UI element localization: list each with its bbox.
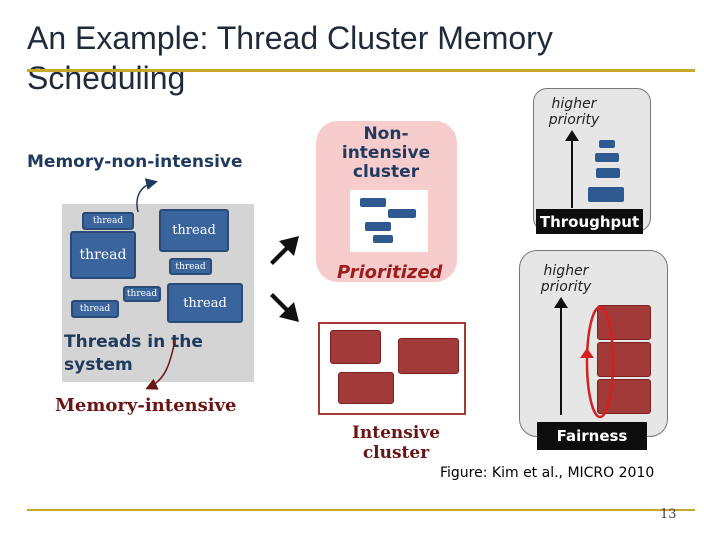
intensive-thread-block <box>338 372 394 404</box>
threads-in-system-caption: Threads in the system <box>64 331 234 377</box>
thread-block: thread <box>159 209 229 252</box>
thread-block: thread <box>167 283 243 323</box>
higher-priority-bottom: higher priority <box>540 263 592 295</box>
thread-block: thread <box>169 258 212 275</box>
intensive-thread-block <box>330 330 381 364</box>
non-intensive-cluster-label: Non-intensive cluster <box>330 125 442 182</box>
priority-arrow-top <box>565 130 579 208</box>
slide-title-line-2: Scheduling <box>27 60 186 96</box>
intensive-cluster-label: Intensive cluster <box>336 423 456 463</box>
intensive-cluster-text: Intensive cluster <box>351 423 441 463</box>
small-thread-block <box>596 168 620 178</box>
slide-title: An Example: Thread Cluster Memory Schedu… <box>27 18 553 98</box>
small-thread-block <box>388 209 416 218</box>
threads-in-system-text: Threads in the system <box>64 332 203 375</box>
memory-non-intensive-label: Memory-non-intensive <box>27 152 243 172</box>
thread-block: thread <box>71 300 119 318</box>
small-thread-block <box>360 198 386 207</box>
memory-intensive-label: Memory-intensive <box>55 395 237 416</box>
small-thread-block <box>599 140 615 148</box>
non-intensive-cluster-text: Non-intensive cluster <box>341 124 431 182</box>
title-rule <box>27 69 695 72</box>
fairness-bar: Fairness <box>537 422 647 450</box>
up-right-arrow-icon <box>270 236 299 265</box>
small-thread-block <box>595 153 619 162</box>
throughput-panel <box>533 88 651 232</box>
figure-caption: Figure: Kim et al., MICRO 2010 <box>440 465 655 481</box>
page-number: 13 <box>660 507 677 522</box>
higher-priority-top: higher priority <box>548 96 600 128</box>
intensive-thread-block <box>597 342 651 377</box>
priority-arrow-bottom <box>554 297 568 415</box>
thread-block: thread <box>70 231 136 279</box>
slide-title-line-1: An Example: Thread Cluster Memory <box>27 20 553 56</box>
thread-block: thread <box>82 212 134 230</box>
throughput-bar: Throughput <box>536 209 643 234</box>
small-thread-block <box>373 235 393 243</box>
small-thread-block <box>365 222 391 231</box>
prioritized-label: Prioritized <box>337 262 443 283</box>
rotation-cycle-icon <box>580 305 615 419</box>
arrow-to-intensive <box>145 339 176 390</box>
small-thread-block <box>588 187 624 202</box>
thread-block: thread <box>123 286 161 302</box>
down-right-arrow-icon <box>270 293 299 322</box>
bottom-rule <box>27 509 695 511</box>
arrow-to-non-intensive <box>136 178 158 213</box>
intensive-thread-block <box>398 338 459 374</box>
